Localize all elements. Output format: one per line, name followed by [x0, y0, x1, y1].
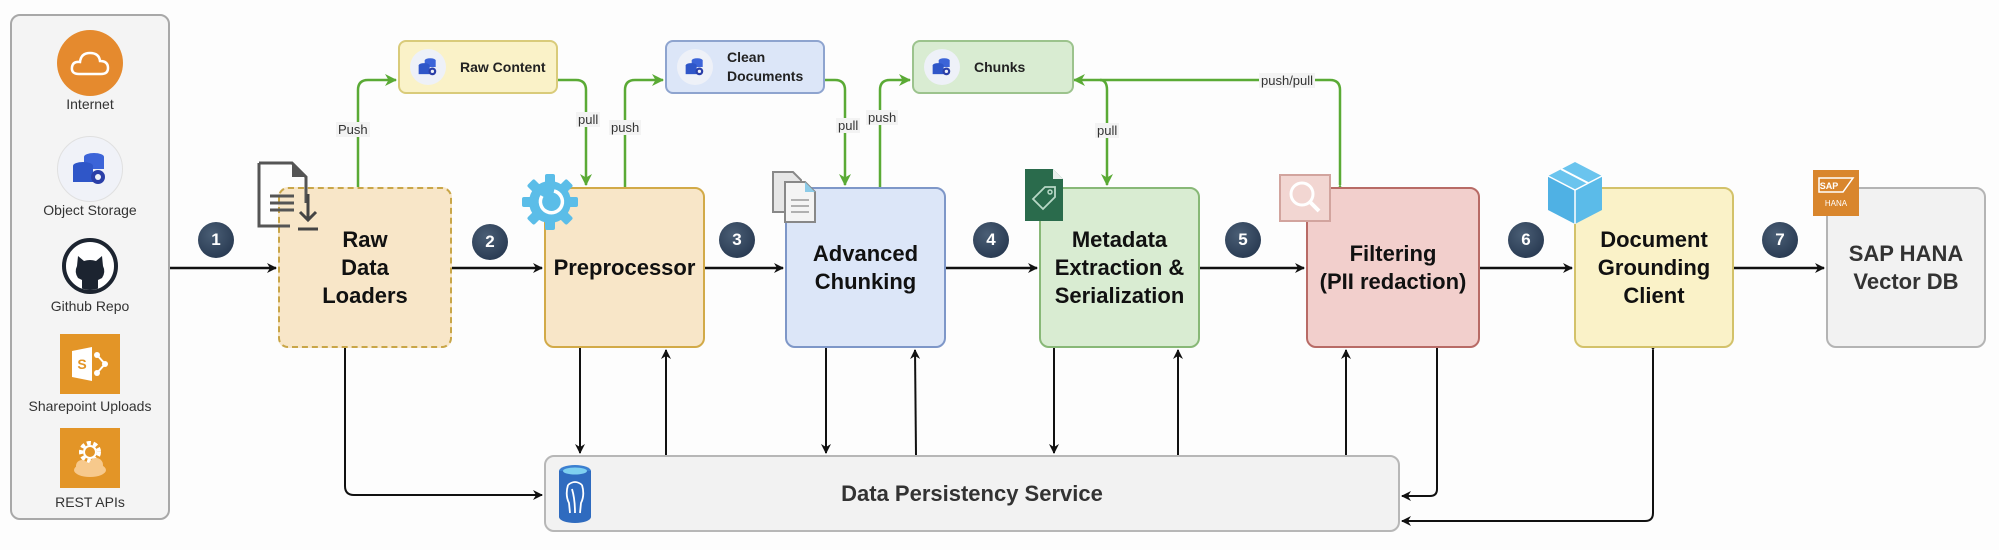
database-gear-icon [924, 49, 960, 85]
stage-sap-hana-vector-db[interactable]: SAP HANA Vector DB [1826, 187, 1986, 348]
stage-metadata-extraction[interactable]: Metadata Extraction & Serialization [1039, 187, 1200, 348]
postgres-database-icon [558, 463, 592, 530]
github-icon [62, 238, 118, 294]
document-download-icon [256, 160, 322, 243]
box-icon [1546, 160, 1604, 231]
stage-label: SAP HANA Vector DB [1848, 240, 1964, 294]
edge-label-pull: pull [836, 118, 861, 133]
source-label: Internet [66, 96, 114, 112]
step-badge-4: 4 [973, 222, 1009, 258]
stage-label: Advanced Chunking [812, 240, 919, 294]
stage-filtering[interactable]: Filtering (PII redaction) [1306, 187, 1480, 348]
pull-clean-docs-arrow [825, 78, 851, 186]
database-gear-icon [57, 136, 123, 202]
step-badge-5: 5 [1225, 222, 1261, 258]
cloud-icon [57, 30, 123, 96]
edge-label-push-pull: push/pull [1259, 73, 1316, 88]
pull-raw-content-arrow [557, 78, 592, 186]
store-raw-content[interactable]: Raw Content [398, 40, 558, 94]
source-label: REST APIs [55, 494, 125, 510]
store-label: Raw Content [460, 58, 546, 75]
step-badge-3: 3 [719, 222, 755, 258]
step-badge-2: 2 [472, 224, 508, 260]
stage-document-grounding-client[interactable]: Document Grounding Client [1574, 187, 1734, 348]
documents-icon [771, 170, 819, 229]
store-label: Clean Documents [727, 49, 804, 84]
database-gear-icon [410, 49, 446, 85]
source-label: Object Storage [43, 202, 137, 218]
gear-refresh-icon [520, 172, 580, 237]
push-chunks-arrow [878, 74, 911, 187]
loader-to-persistence-arrow [344, 348, 543, 500]
store-label: Chunks [974, 58, 1026, 75]
database-gear-icon [677, 49, 713, 85]
sap-hana-icon: SAP HANA [1813, 170, 1859, 216]
persistence-to-chunking-arrow [910, 349, 921, 456]
data-persistency-service[interactable]: Data Persistency Service [544, 455, 1400, 532]
edge-label-push: Push [336, 122, 370, 137]
stage-label: Metadata Extraction & Serialization [1054, 226, 1185, 308]
source-internet[interactable]: Internet [12, 30, 168, 112]
step-badge-6: 6 [1508, 222, 1544, 258]
push-raw-content-arrow [356, 74, 397, 187]
svg-text:HANA: HANA [1825, 199, 1848, 208]
api-gear-cloud-icon [60, 428, 120, 488]
store-chunks[interactable]: Chunks [912, 40, 1074, 94]
stage-label: Document Grounding Client [1597, 226, 1711, 308]
tag-file-icon [1025, 169, 1063, 226]
source-label: Github Repo [50, 298, 130, 314]
svg-text:S: S [77, 356, 86, 372]
step-badge-7: 7 [1762, 222, 1798, 258]
sharepoint-icon: S [60, 334, 120, 394]
persistence-label: Data Persistency Service [841, 481, 1103, 506]
edge-label-pull: pull [1095, 123, 1120, 138]
search-icon [1279, 174, 1331, 222]
stage-preprocessor[interactable]: Preprocessor [544, 187, 705, 348]
source-label: Sharepoint Uploads [28, 398, 152, 414]
push-clean-docs-arrow [623, 74, 664, 187]
store-clean-documents[interactable]: Clean Documents [665, 40, 825, 94]
source-object-storage[interactable]: Object Storage [12, 136, 168, 218]
source-rest-apis[interactable]: REST APIs [12, 428, 168, 510]
stage-label: Raw Data Loaders [322, 226, 408, 308]
data-sources-panel: Internet Object Storage Github Repo S Sh… [10, 14, 170, 520]
filtering-to-persistence-arrow [1401, 348, 1438, 501]
edge-label-pull: pull [576, 112, 601, 127]
source-sharepoint[interactable]: S Sharepoint Uploads [12, 334, 168, 414]
svg-text:SAP: SAP [1820, 181, 1839, 191]
edge-label-push: push [866, 110, 899, 125]
stage-label: Preprocessor [553, 254, 696, 280]
stage-label: Filtering (PII redaction) [1319, 240, 1467, 294]
pushpull-chunks-arrow [1073, 74, 1346, 196]
edge-label-push: push [609, 120, 642, 135]
grounding-persistence-arrow [1401, 341, 1658, 526]
source-github-repo[interactable]: Github Repo [12, 238, 168, 314]
step-badge-1: 1 [198, 222, 234, 258]
